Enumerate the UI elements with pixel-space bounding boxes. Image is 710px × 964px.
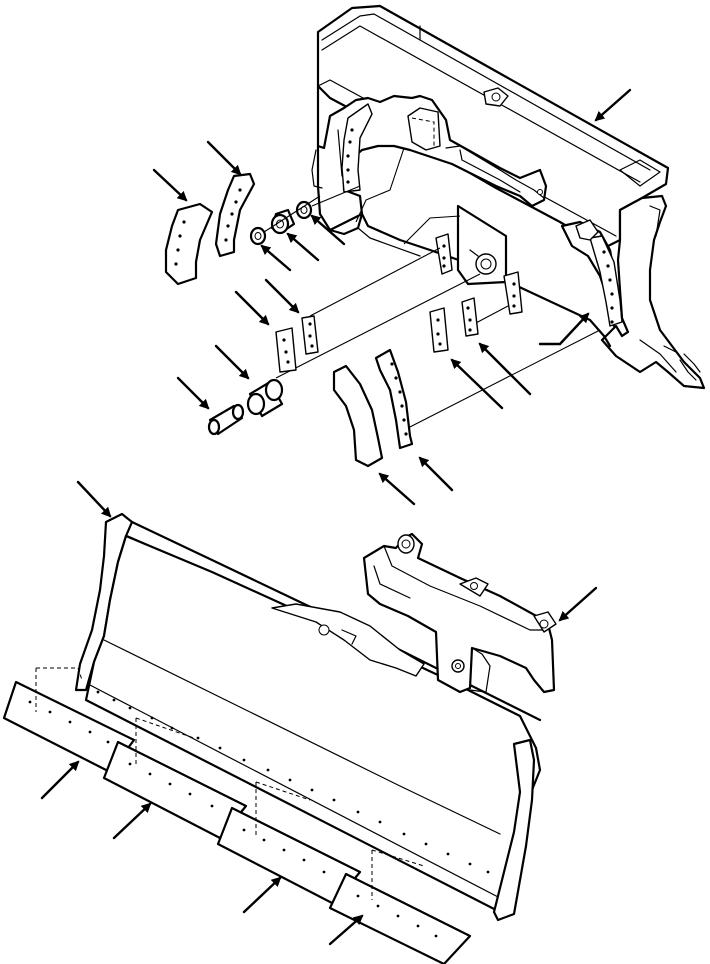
plate-d <box>461 297 479 337</box>
arrow-bracket-right <box>538 312 590 346</box>
bearing-small <box>249 226 267 246</box>
arrow-plate-b <box>264 278 300 314</box>
arrow-sleeve <box>214 344 250 380</box>
arrow-bearing-small <box>260 244 292 272</box>
arrow-cutting-edge-2 <box>112 802 152 840</box>
arrow-bearing-large <box>286 232 320 262</box>
arrow-cutting-edge-3 <box>242 876 282 914</box>
arrow-plate-a <box>234 290 270 326</box>
arrow-bearing-mid <box>310 214 346 246</box>
trunnion-insert-left-outer <box>164 202 214 286</box>
callout-arrows <box>40 88 632 946</box>
arrow-tilt-arm <box>558 586 598 622</box>
arrow-trunnion-insert-left-outer <box>152 168 188 202</box>
push-frame <box>311 4 706 390</box>
insert-outer <box>332 364 384 468</box>
cutting-edges <box>2 667 472 964</box>
arrow-plate-c <box>450 358 504 410</box>
plate-a <box>275 327 297 373</box>
arrow-trunnion-insert-left-inner <box>206 140 242 176</box>
sleeve <box>246 378 284 418</box>
plate-c <box>429 307 449 353</box>
exploded-parts <box>164 172 601 468</box>
cutting-edge-4 <box>328 872 472 964</box>
arrow-cutting-edge-4 <box>328 914 364 946</box>
arrow-insert-inner <box>418 456 454 492</box>
arrow-frame <box>594 88 632 122</box>
pin <box>207 403 245 436</box>
trunnion-insert-left-inner <box>214 172 256 258</box>
arrow-blade <box>76 480 112 518</box>
insert-inner <box>374 348 414 450</box>
arrow-cutting-edge-1 <box>40 760 80 800</box>
arrow-pin <box>176 376 210 410</box>
bearing-large <box>270 208 296 235</box>
plate-b <box>301 315 319 355</box>
arrow-insert-outer <box>378 472 416 506</box>
blade <box>74 512 542 922</box>
arrow-plate-d <box>478 342 532 396</box>
tilt-arm <box>362 532 557 694</box>
